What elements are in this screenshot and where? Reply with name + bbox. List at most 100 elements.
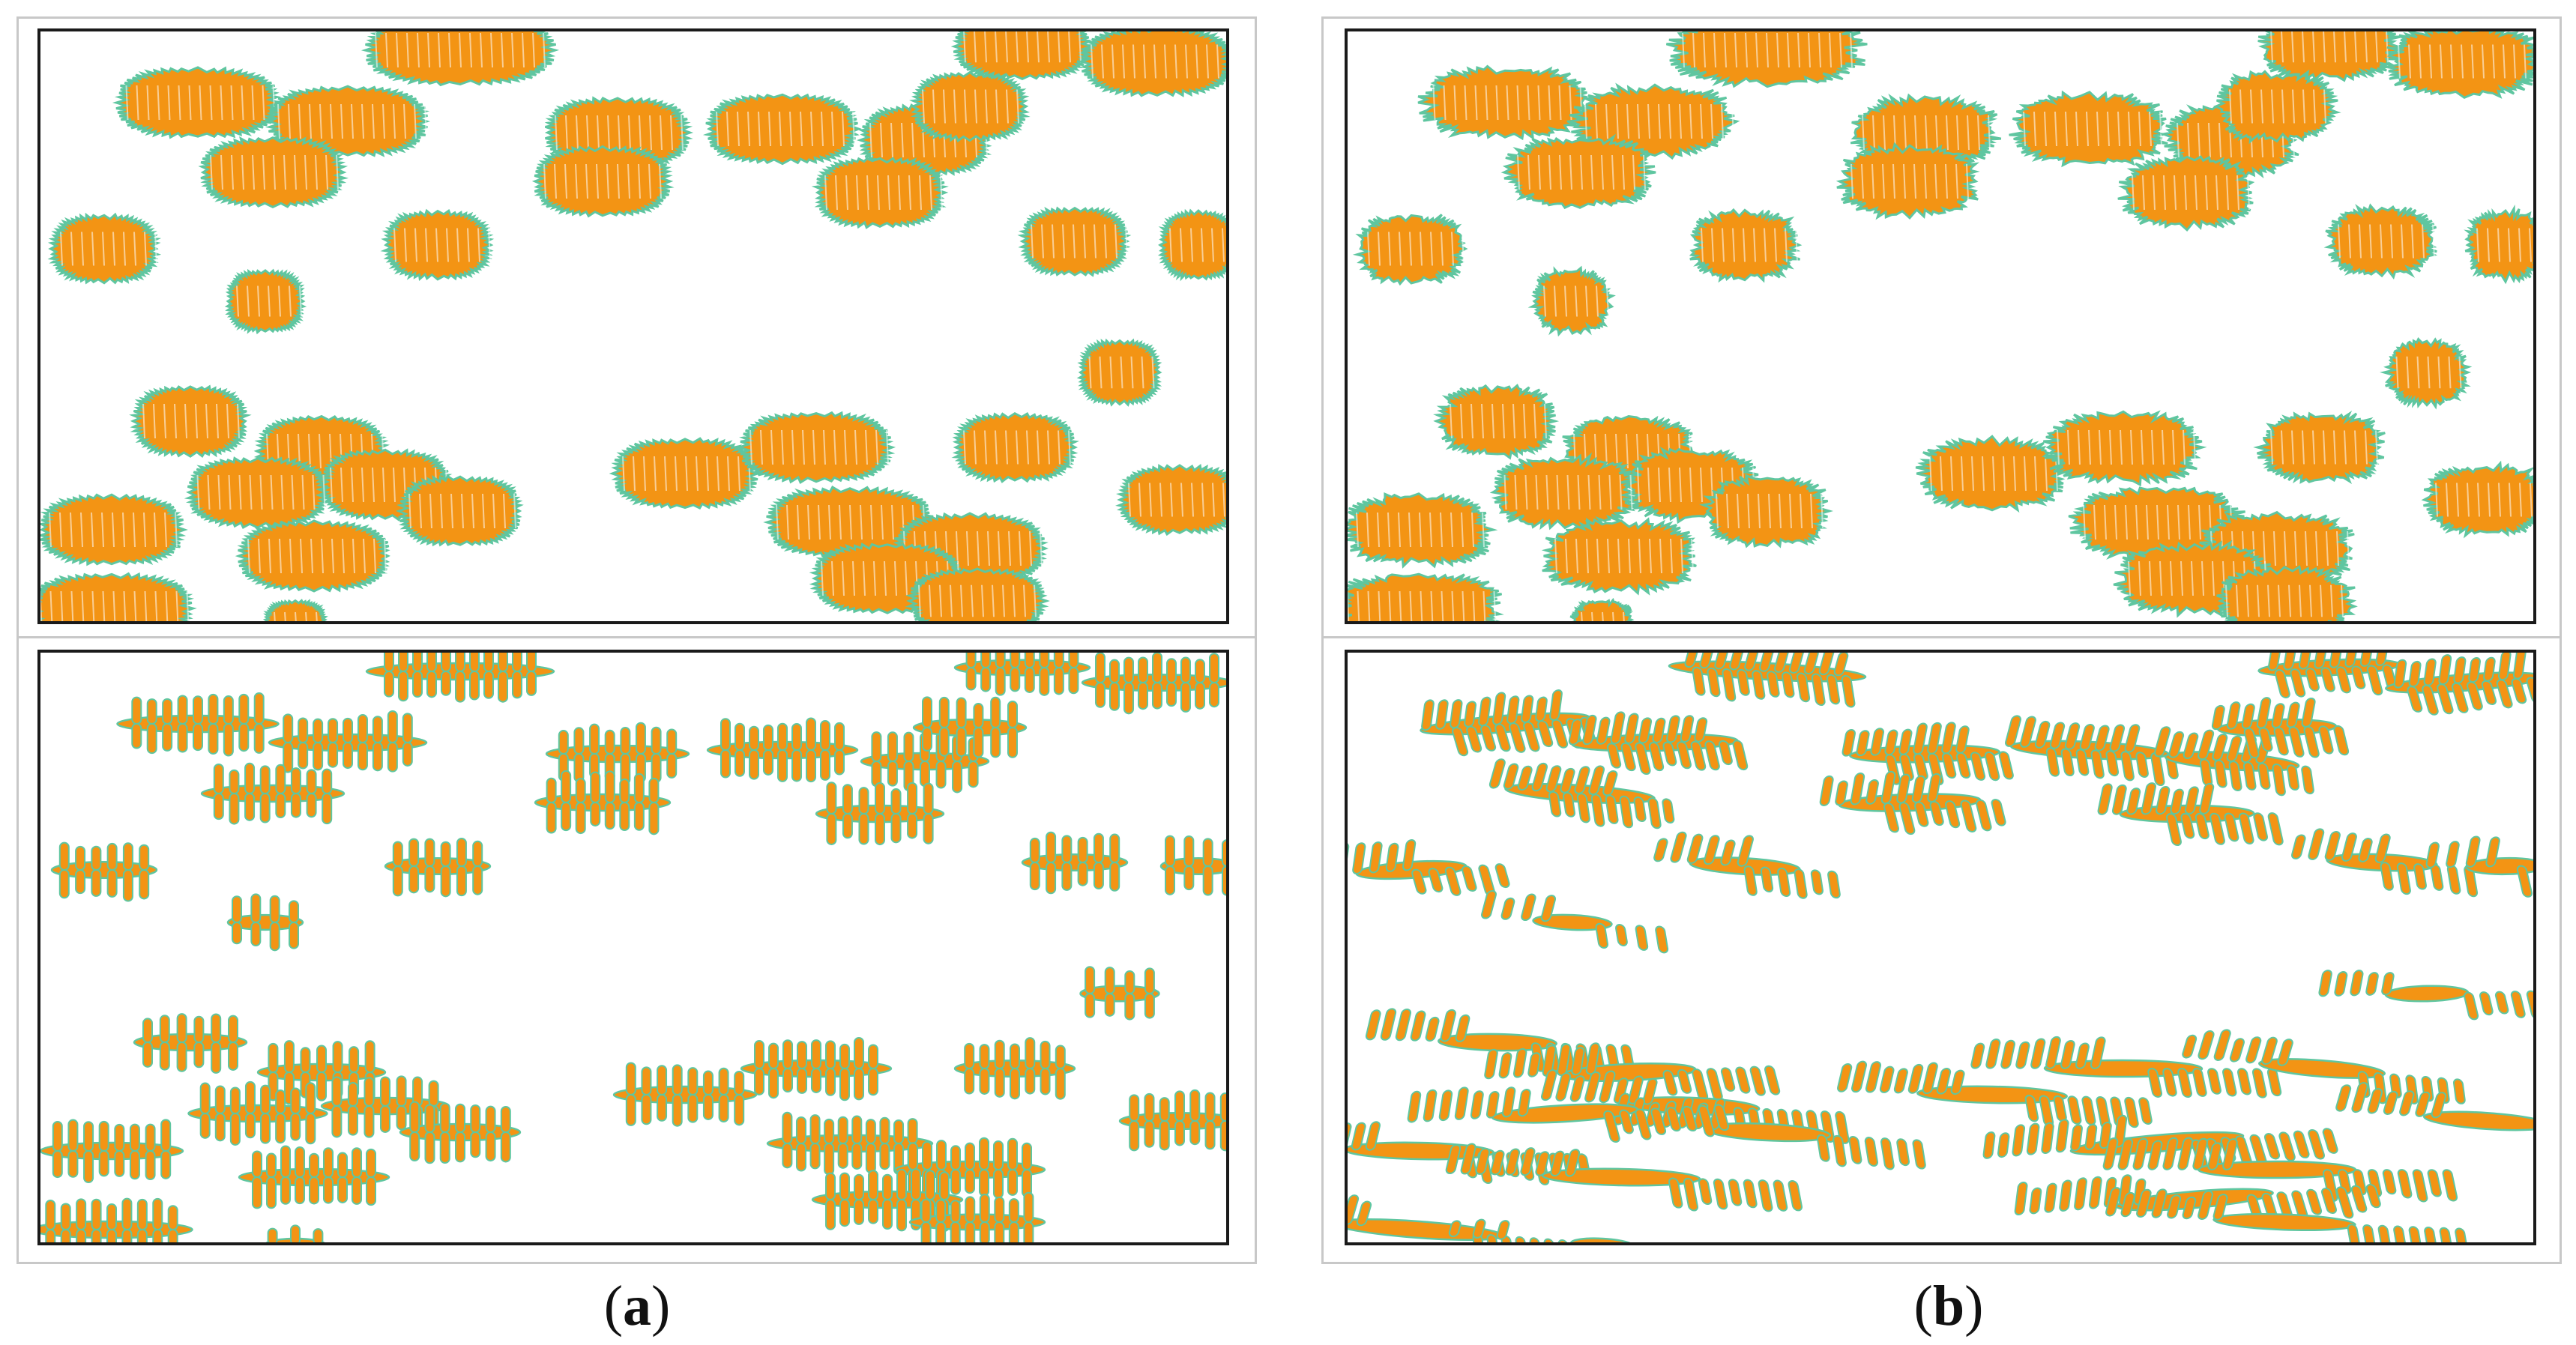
dendrite-arm [1704, 835, 1720, 865]
grain-striation [1601, 154, 1604, 190]
grain-striation [2135, 504, 2138, 540]
grain-striation [1450, 403, 1453, 439]
dendrite-arm [250, 922, 262, 947]
grain [265, 85, 430, 158]
dendrite-arm [328, 742, 339, 768]
dendrite-arm [1124, 970, 1135, 994]
grain-striation [424, 103, 427, 139]
dendrite-arm [1773, 1179, 1788, 1212]
grain-striation [2288, 584, 2291, 617]
grain-striation [1495, 85, 1499, 121]
grain-striation [618, 115, 621, 151]
grain-striation [654, 456, 657, 492]
grain-striation [1559, 154, 1562, 190]
grain-striation [901, 122, 904, 158]
grain-striation [617, 163, 620, 199]
dendrite-arm [1093, 862, 1104, 890]
dendrite-arm [349, 1046, 360, 1073]
dendrite-arm [472, 865, 483, 895]
dendrite-arm [2375, 653, 2389, 666]
dendrite-arm [2479, 991, 2494, 1016]
grain-striation [2159, 560, 2162, 596]
dendrite-arm [1848, 1135, 1862, 1164]
grain-striation [1659, 538, 1662, 574]
grain-striation [257, 285, 260, 317]
dendrite-arm [952, 761, 963, 794]
grain-striation [2365, 31, 2368, 63]
dendrite-arm [114, 1150, 125, 1177]
dendrite-arm [2060, 748, 2075, 777]
grain-striation [2461, 44, 2464, 79]
grain-striation [2198, 504, 2201, 540]
dendrite-arm [1950, 1069, 1965, 1095]
dendrite-arm [1970, 752, 1986, 781]
dendrite-arm [994, 1068, 1005, 1098]
grain-striation [2302, 31, 2305, 63]
grain-striation [810, 111, 813, 147]
dendrite-arm [193, 695, 203, 725]
grain-striation [1955, 163, 1958, 199]
grain-striation [1450, 512, 1453, 548]
grain-striation [1430, 232, 1433, 266]
dendrite-arm [1585, 1042, 1600, 1075]
grain-striation [1871, 163, 1874, 199]
dendrite-arm [1595, 922, 1608, 949]
dendrite-arm [2198, 729, 2215, 761]
grain-striation [800, 111, 803, 147]
grain-striation [2132, 175, 2135, 211]
dendrite-spine [1079, 985, 1160, 1003]
dendrite-arm [2380, 862, 2394, 891]
grain-striation [1016, 430, 1019, 465]
dendrite-arm [2278, 1131, 2296, 1161]
dendrite-arm [1440, 1009, 1456, 1042]
grain-striation [1523, 403, 1526, 439]
grain-striation [660, 115, 663, 151]
dendrite-spine [1569, 1237, 1635, 1242]
grain-striation [894, 560, 897, 596]
grain-striation [440, 493, 443, 529]
grain-striation [823, 429, 826, 465]
dendrite-arm [2318, 970, 2332, 997]
grain-striation [1658, 467, 1661, 503]
dendrite-arm [1010, 653, 1021, 668]
dendrite-arm [129, 1150, 140, 1180]
dendrite-arm [1410, 1010, 1426, 1042]
dendrite [1568, 711, 1749, 775]
grain-striation [1201, 228, 1204, 262]
dendrite-arm [260, 1084, 271, 1115]
dendrite-arm [868, 1068, 878, 1096]
dendrite-arm [782, 1039, 793, 1070]
grain-striation [966, 531, 969, 566]
dendrite-arm [825, 1199, 836, 1230]
dendrite-arm [2464, 991, 2479, 1021]
dendrite-arm [1767, 671, 1780, 698]
dendrite-arm [2147, 1068, 2163, 1098]
dendrite-arm [1109, 682, 1120, 711]
dendrite-arm [657, 1065, 668, 1096]
dendrite-arm [1475, 1147, 1491, 1175]
dendrite-arm [2207, 1068, 2221, 1095]
grain-striation [249, 474, 253, 510]
dendrite-arm [199, 1082, 211, 1114]
dendrite-arm [1492, 692, 1506, 725]
grain-striation [195, 403, 198, 439]
dendrite-arm [768, 1042, 779, 1070]
dendrite [399, 1101, 522, 1164]
dendrite-arm [935, 1221, 947, 1242]
dendrite-arm [1682, 1105, 1698, 1132]
grain-striation [2146, 504, 2149, 540]
dendrite-arm [1991, 799, 2006, 826]
dendrite-arm [1180, 656, 1191, 683]
dendrite-arm [2180, 813, 2195, 839]
grain-striation [283, 154, 286, 190]
grain-striation [1228, 45, 1229, 79]
grain-striation [1703, 32, 1706, 68]
dendrite-arm [2079, 723, 2095, 751]
dendrite-arm [1159, 1120, 1170, 1151]
dendrite-arm [1912, 1139, 1926, 1170]
dendrite-arm [1053, 653, 1064, 668]
grain-striation [133, 590, 137, 621]
dendrite-arm [2290, 668, 2306, 698]
grain-striation [216, 403, 219, 439]
dendrite-arm [1896, 1138, 1910, 1167]
